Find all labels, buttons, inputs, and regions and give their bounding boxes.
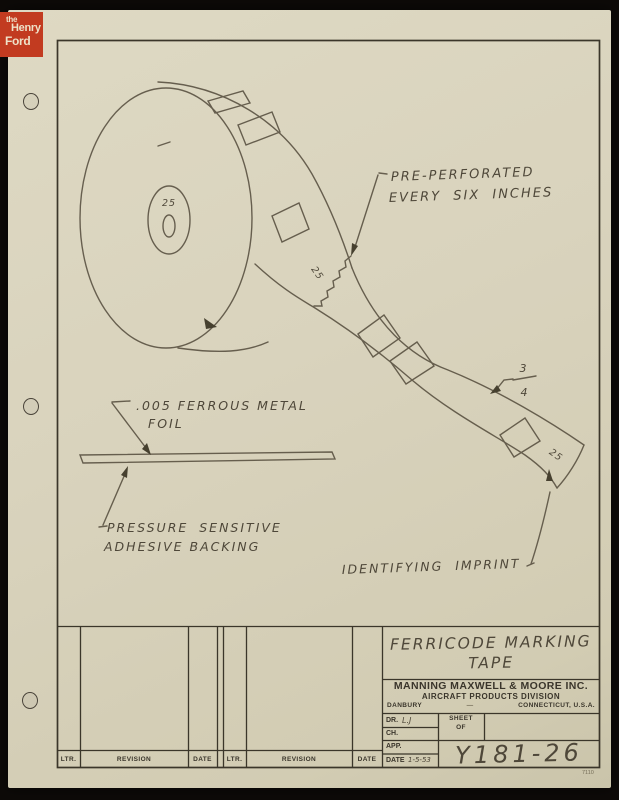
foil-strip <box>78 451 337 464</box>
punch-hole-bottom <box>22 692 38 709</box>
callout-identifying: IDENTIFYING IMPRINT <box>342 556 521 577</box>
sheet-label: SHEET <box>449 715 473 722</box>
imprint-square <box>389 341 435 385</box>
perforation-line <box>313 255 352 307</box>
punch-hole-top <box>23 93 39 110</box>
dr-value: L.J <box>402 716 412 725</box>
drawing-number: Y181-26 <box>454 737 584 770</box>
fraction-bar <box>512 375 537 381</box>
company-block: MANNING MAXWELL & MOORE INC. AIRCRAFT PR… <box>382 681 600 714</box>
face-mark <box>157 141 171 147</box>
form-number: 7110 <box>582 770 594 776</box>
hub-size-label: 25 <box>162 198 176 209</box>
date-value: 1-5-53 <box>408 756 431 764</box>
callout-foil-line1: .005 FERROUS METAL <box>136 398 308 413</box>
roll-hub <box>147 185 191 255</box>
adhesive-leader <box>98 473 126 528</box>
of-label: OF <box>456 724 466 731</box>
callout-adhesive-line1: PRESSURE SENSITIVE <box>107 520 282 535</box>
callout-pre-perforated-line1: PRE-PERFORATED <box>391 165 535 185</box>
hub-hole <box>162 214 176 238</box>
henry-ford-logo: the Henry Ford <box>0 12 43 57</box>
logo-ford: Ford <box>5 34 31 48</box>
tape-mid-imprint-label: 25 <box>308 265 325 283</box>
tape-end-edge <box>556 444 585 489</box>
logo-the: the <box>6 15 18 24</box>
identifying-leader <box>526 491 551 567</box>
ch-label: CH. <box>386 730 399 737</box>
revision-header-date-2: DATE <box>357 756 377 763</box>
punch-hole-middle <box>23 398 39 415</box>
imprint-square <box>271 202 310 243</box>
drawing-title-line1: FERRICODE MARKING <box>389 632 592 654</box>
revision-header-date-1: DATE <box>193 756 212 763</box>
roll-rim-bottom <box>177 341 269 353</box>
company-division: AIRCRAFT PRODUCTS DIVISION <box>421 691 561 701</box>
city-separator: — <box>466 701 474 709</box>
revision-header-ltr-2: LTR. <box>226 756 243 763</box>
drawing-title: FERRICODE MARKING TAPE <box>382 627 601 680</box>
tape-top-edge <box>351 267 585 446</box>
title-block-rules <box>57 625 599 767</box>
dr-label: DR. <box>386 717 399 724</box>
app-label: APP. <box>386 743 402 750</box>
drawing-border <box>56 39 601 769</box>
pre-perforated-leader <box>354 172 388 248</box>
roll-rim <box>157 81 353 269</box>
imprint-square <box>237 111 281 146</box>
callout-foil-line2: FOIL <box>148 416 184 431</box>
company-city: DANBURY <box>387 701 423 709</box>
company-name: MANNING MAXWELL & MOORE INC. <box>393 680 589 692</box>
callout-pre-perforated-line2: EVERY SIX INCHES <box>389 185 554 206</box>
leader-arrowheads <box>121 243 553 481</box>
logo-henry: Henry <box>11 22 41 34</box>
imprint-square <box>206 90 252 114</box>
tape-end-imprint-label: 25 <box>547 447 565 464</box>
imprint-square <box>357 314 401 358</box>
sheet-cell: SHEET OF <box>438 715 484 740</box>
revision-header-revision-1: REVISION <box>116 756 152 763</box>
width-dim-leader <box>495 378 514 391</box>
callout-adhesive-line2: ADHESIVE BACKING <box>103 539 260 554</box>
company-region: CONNECTICUT, U.S.A. <box>518 701 595 709</box>
revision-header-revision-2: REVISION <box>281 756 317 763</box>
date-label: DATE <box>386 757 405 764</box>
imprint-square <box>499 417 541 458</box>
width-dim-denominator: 4 <box>521 386 530 399</box>
revision-header-ltr-1: LTR. <box>60 756 77 763</box>
foil-leader <box>111 400 147 449</box>
tape-roll-face <box>79 87 253 349</box>
width-dim-numerator: 3 <box>520 362 529 375</box>
drawing-title-line2: TAPE <box>468 653 515 672</box>
